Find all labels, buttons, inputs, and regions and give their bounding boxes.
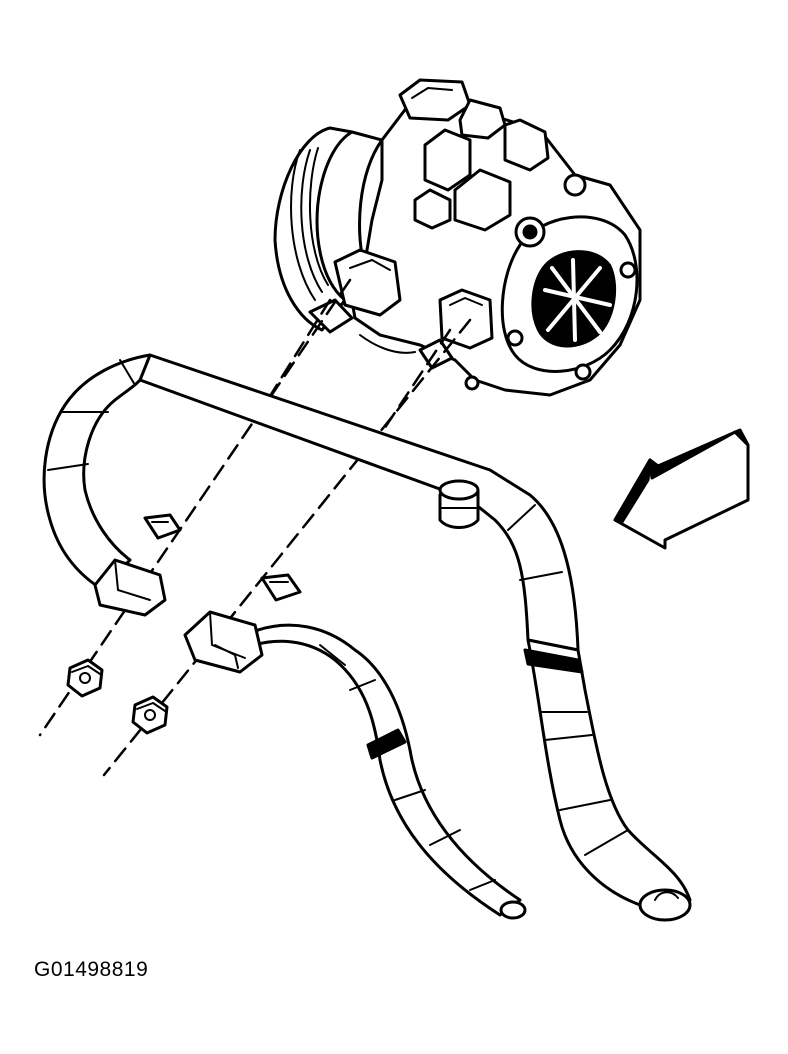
- stud-alignment-lines: [38, 278, 472, 777]
- direction-arrow-icon: [613, 428, 750, 550]
- hose-assembly-icon: [42, 353, 692, 922]
- nut-icon: [66, 658, 169, 735]
- washer-icon: [143, 513, 302, 602]
- compressor-icon: [273, 78, 642, 397]
- figure-id-label: G01498819: [34, 958, 149, 981]
